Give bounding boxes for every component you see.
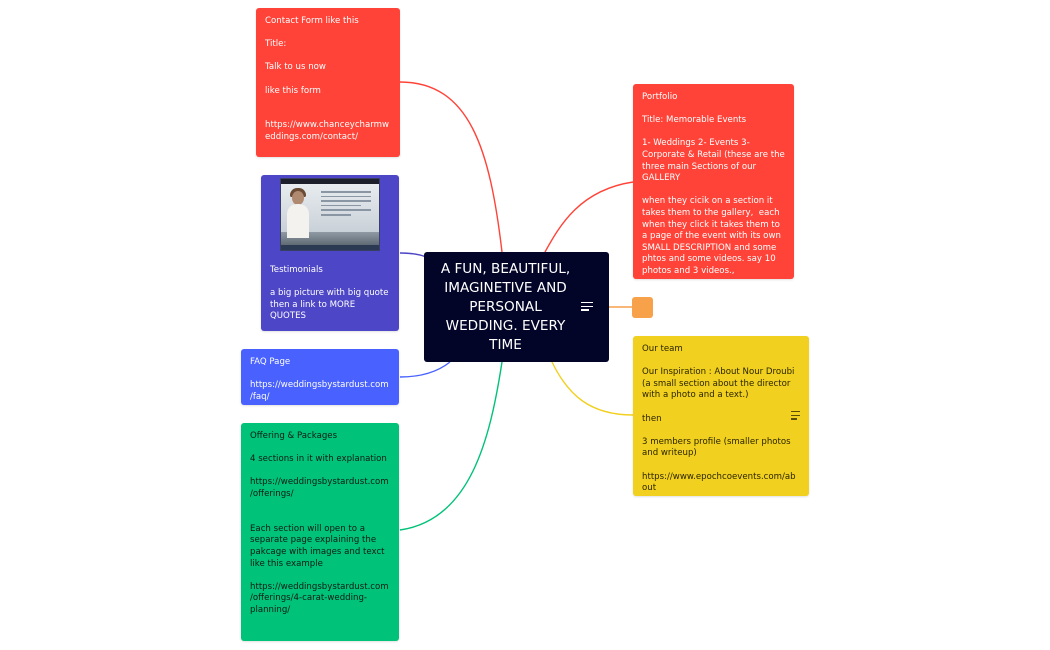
topic-line: Our team bbox=[642, 344, 683, 354]
connector-team bbox=[551, 361, 634, 416]
topic-line bbox=[642, 460, 800, 472]
testimonial-photo-thumbnail bbox=[280, 178, 380, 251]
topic-line bbox=[265, 28, 391, 40]
photo-footer-bar bbox=[281, 245, 379, 250]
topic-line: Talk to us now bbox=[265, 62, 326, 73]
topic-line bbox=[642, 425, 800, 437]
topic-line bbox=[642, 185, 785, 197]
topic-line: https://www.epochcoevents.com/about bbox=[642, 471, 796, 494]
topic-line: https://weddingsbystardust.com/offerings… bbox=[250, 581, 389, 615]
topic-empty[interactable] bbox=[632, 297, 653, 318]
topic-line: Each section will open to a separate pag… bbox=[250, 523, 388, 569]
topic-line: Testimonials bbox=[270, 265, 323, 275]
topic-line: 3 members profile (smaller photos and wr… bbox=[642, 436, 794, 459]
topic-line bbox=[265, 51, 391, 63]
topic-line: Contact Form like this bbox=[265, 16, 359, 26]
topic-line bbox=[250, 443, 390, 455]
central-topic-title: A FUN, BEAUTIFUL, IMAGINETIVE AND PERSON… bbox=[440, 260, 571, 353]
connector-contact bbox=[399, 81, 503, 253]
topic-line bbox=[265, 97, 391, 109]
topic-line: Offering & Packages bbox=[250, 431, 338, 441]
topic-testimonials[interactable]: Testimonials a big picture with big quote… bbox=[261, 175, 399, 331]
topic-line bbox=[250, 369, 390, 381]
photo-nav-bar bbox=[281, 179, 379, 184]
topic-lines: Testimonials a big picture with big quote… bbox=[270, 265, 390, 323]
topic-line: Our Inspiration : About Nour Droubi (a s… bbox=[642, 367, 798, 401]
topic-line: https://www.chanceycharmweddings.com/con… bbox=[265, 120, 390, 142]
topic-line bbox=[250, 501, 390, 513]
topic-line bbox=[642, 402, 800, 414]
photo-head bbox=[292, 191, 304, 205]
notes-lines-icon[interactable] bbox=[581, 302, 593, 311]
topic-line: https://weddingsbystardust.com/offerings… bbox=[250, 477, 389, 499]
topic-line: Title: bbox=[265, 39, 287, 50]
notes-lines-icon[interactable] bbox=[791, 411, 800, 420]
topic-lines: Offering & Packages 4 sections in it with… bbox=[250, 431, 390, 617]
topic-line: FAQ Page bbox=[250, 357, 291, 367]
topic-line: https://weddingsbystardust.com/faq/ bbox=[250, 380, 389, 402]
connector-faq bbox=[399, 361, 451, 378]
topic-offering-packages[interactable]: Offering & Packages 4 sections in it with… bbox=[241, 423, 399, 641]
topic-line: like this form bbox=[265, 85, 321, 96]
connector-offering bbox=[399, 361, 503, 531]
topic-line: a big picture with big quote then a link… bbox=[270, 288, 392, 322]
topic-line bbox=[250, 570, 390, 582]
photo-quote-lines bbox=[321, 191, 371, 219]
topic-line bbox=[250, 512, 390, 524]
topic-line: Title: Memorable Events bbox=[642, 115, 747, 126]
topic-faq-page[interactable]: FAQ Page https://weddingsbystardust.com/f… bbox=[241, 349, 399, 405]
photo-figure bbox=[287, 204, 309, 238]
topic-line bbox=[642, 356, 800, 368]
topic-line bbox=[265, 74, 391, 86]
topic-line bbox=[265, 109, 391, 121]
topic-line: when they cicik on a section it takes th… bbox=[642, 196, 784, 276]
topic-line bbox=[250, 466, 390, 478]
topic-lines: FAQ Page https://weddingsbystardust.com/f… bbox=[250, 357, 390, 403]
topic-line: 4 sections in it with explanation bbox=[250, 454, 387, 465]
topic-line: Portfolio bbox=[642, 92, 678, 102]
topic-line: 1- Weddings 2- Events 3- Corporate & Ret… bbox=[642, 138, 788, 184]
topic-line bbox=[270, 277, 390, 289]
topic-line bbox=[642, 104, 785, 116]
connector-portfolio bbox=[544, 181, 634, 253]
topic-line bbox=[642, 127, 785, 139]
topic-line: then bbox=[642, 413, 662, 424]
central-topic[interactable]: A FUN, BEAUTIFUL, IMAGINETIVE AND PERSON… bbox=[424, 252, 609, 362]
